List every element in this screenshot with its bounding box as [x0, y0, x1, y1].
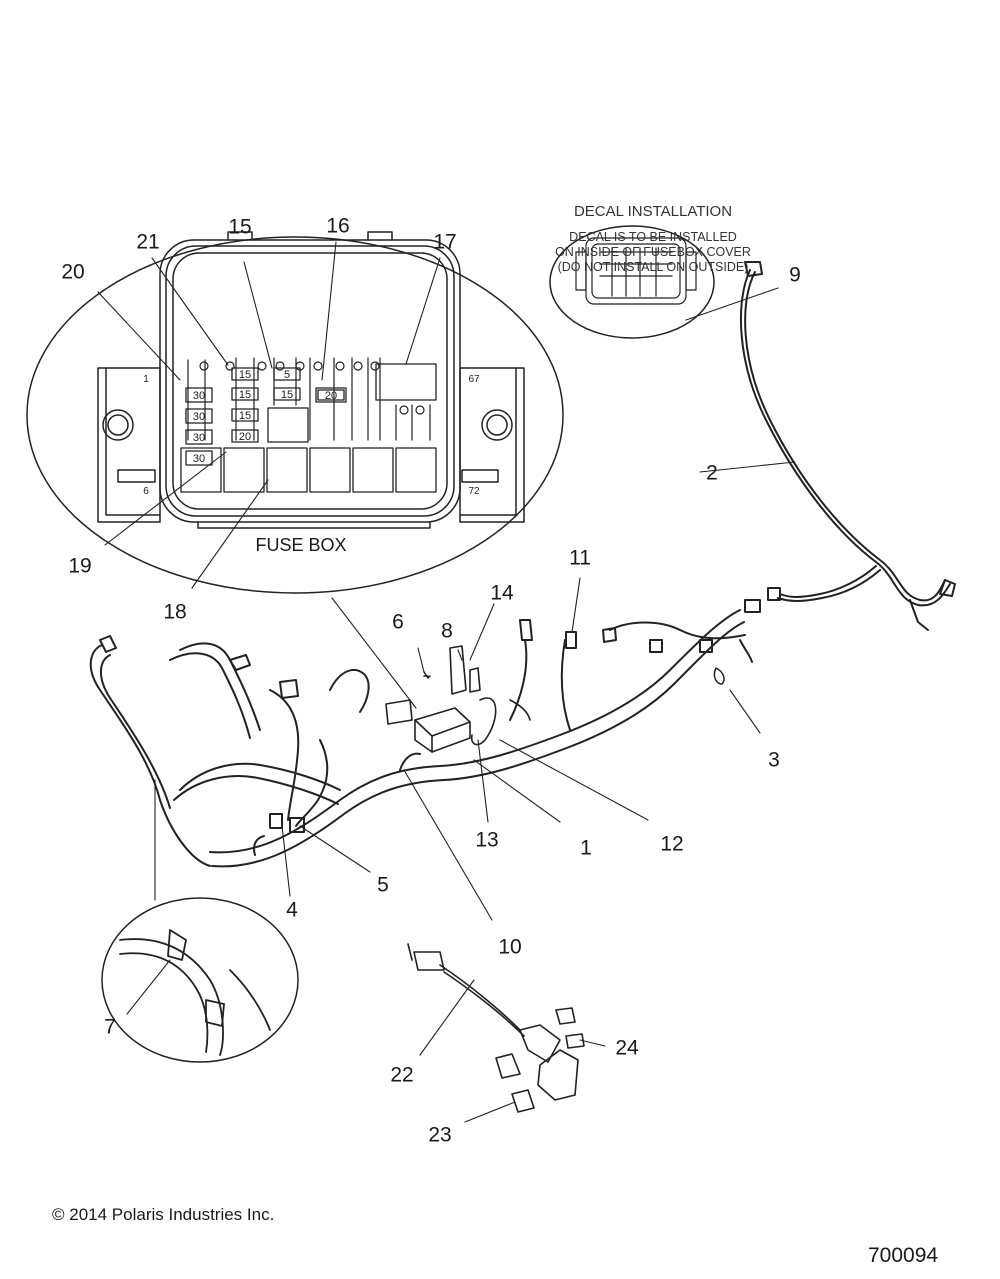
figure-number: 700094	[868, 1244, 939, 1267]
pin-label-1: 1	[143, 374, 149, 385]
callout-2: 2	[706, 461, 718, 485]
fuse-value-c1-3: 30	[193, 432, 205, 444]
part-3-grommet	[713, 667, 725, 685]
clip-detail-ellipse	[101, 897, 299, 1063]
part-6-clip	[423, 671, 431, 679]
fusebox-fuses	[180, 363, 437, 493]
callout-16: 16	[326, 214, 350, 238]
fuse-value-c2-2: 15	[239, 389, 251, 401]
decal-line-3: (DO NOT INSTALL ON OUTSIDE)	[557, 260, 749, 274]
center-components	[385, 645, 531, 753]
fusebox-body	[159, 231, 461, 529]
callout-19: 19	[68, 554, 92, 578]
callout-18: 18	[163, 600, 187, 624]
callout-10: 10	[498, 935, 522, 959]
callout-20: 20	[61, 260, 85, 284]
fusebox-fuse-columns	[187, 357, 431, 441]
harness-part-22	[407, 943, 585, 1101]
decal-title: DECAL INSTALLATION	[573, 203, 733, 220]
fuse-value-c1-2: 30	[193, 411, 205, 423]
fuse-value-c3-1: 5	[284, 369, 290, 381]
callout-23: 23	[428, 1123, 452, 1147]
leader-lines	[97, 241, 796, 1123]
callout-13: 13	[475, 828, 499, 852]
callout-9: 9	[789, 263, 801, 287]
fusebox-detail-ellipse	[26, 236, 564, 594]
callout-22: 22	[390, 1063, 414, 1087]
fuse-value-c4: 20	[325, 390, 337, 402]
callout-4: 4	[286, 898, 298, 922]
callout-14: 14	[490, 581, 514, 605]
callout-11: 11	[569, 546, 591, 570]
copyright-text: © 2014 Polaris Industries Inc.	[52, 1205, 275, 1224]
callout-12: 12	[660, 832, 684, 856]
pin-label-72: 72	[468, 486, 480, 497]
decal-detail-ellipse	[549, 225, 715, 339]
callout-17: 17	[433, 230, 457, 254]
part-23-fasteners	[495, 1053, 535, 1113]
fusebox-brackets	[97, 367, 525, 523]
callout-5: 5	[377, 873, 389, 897]
callout-24: 24	[615, 1036, 639, 1060]
callout-1: 1	[580, 836, 592, 860]
callout-7: 7	[104, 1015, 116, 1039]
fuse-value-c1-1: 30	[193, 390, 205, 402]
clip-detail	[119, 929, 271, 1056]
callout-6: 6	[392, 610, 404, 634]
fuse-value-c1-4: 30	[193, 453, 205, 465]
pin-label-6: 6	[143, 486, 149, 497]
harness-part-1	[89, 599, 761, 868]
fuse-value-c3-2: 15	[281, 389, 293, 401]
decal-line-2: ON INSIDE OF FUSEBOX COVER	[555, 245, 751, 259]
harness-part-2	[739, 261, 956, 631]
fuse-value-c2-3: 15	[239, 410, 251, 422]
callout-8: 8	[441, 619, 453, 643]
callout-3: 3	[768, 748, 780, 772]
decal-line-1: DECAL IS TO BE INSTALLED	[569, 230, 737, 244]
decal-fusebox-cover	[575, 237, 697, 305]
fusebox-title: FUSE BOX	[255, 535, 347, 555]
fuse-value-c2-1: 15	[239, 369, 251, 381]
fuse-value-c2-4: 20	[239, 431, 251, 443]
callout-21: 21	[136, 230, 160, 254]
pin-label-67: 67	[468, 374, 480, 385]
callout-15: 15	[228, 215, 252, 239]
